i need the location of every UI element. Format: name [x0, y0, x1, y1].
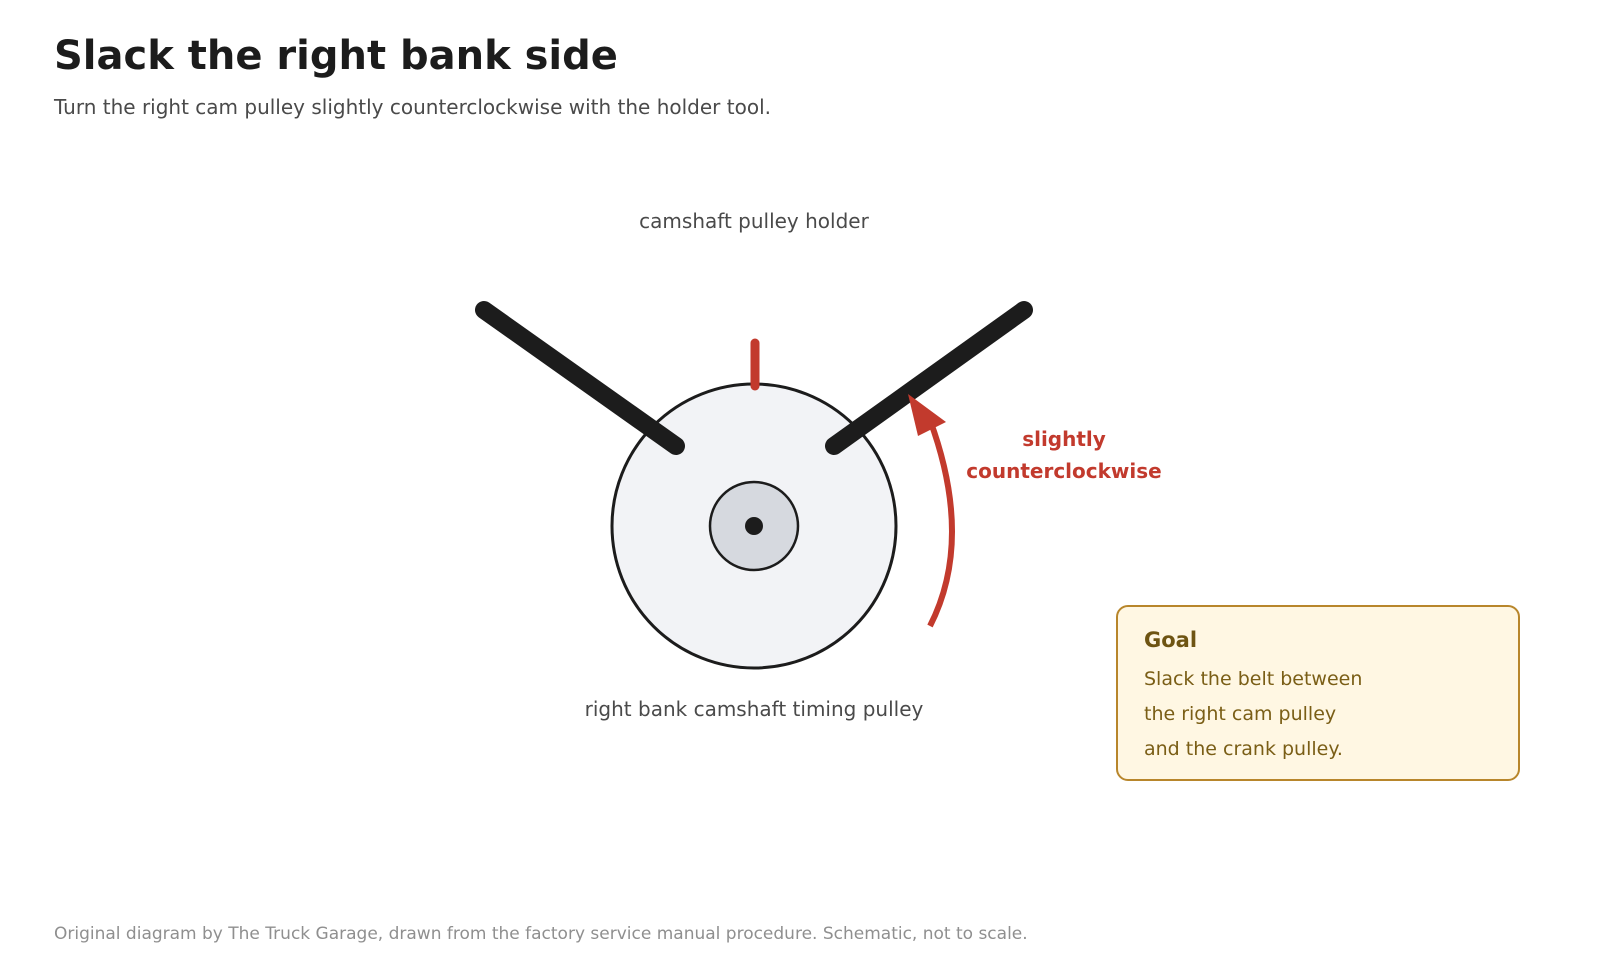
rotation-arrow-head — [908, 394, 946, 436]
holder-tool-left-arm — [475, 301, 685, 455]
goal-line: Slack the belt between — [1144, 668, 1363, 691]
goal-line: and the crank pulley. — [1144, 738, 1343, 761]
holder-tool-label: camshaft pulley holder — [639, 209, 869, 233]
goal-line: the right cam pulley — [1144, 703, 1337, 726]
page-title: Slack the right bank side — [54, 33, 618, 79]
footer-credit: Original diagram by The Truck Garage, dr… — [54, 924, 1028, 944]
goal-text: Slack the belt between the right cam pul… — [1144, 662, 1494, 767]
holder-tool-right-arm — [825, 301, 1033, 455]
pulley-label: right bank camshaft timing pulley — [585, 697, 924, 721]
rotation-arrow — [927, 418, 955, 628]
rotation-label-line2: counterclockwise — [966, 459, 1161, 483]
pulley-center-bolt — [745, 517, 763, 535]
goal-title: Goal — [1144, 628, 1198, 652]
page-subtitle: Turn the right cam pulley slightly count… — [54, 95, 771, 119]
rotation-label-line1: slightly — [1022, 427, 1106, 451]
goal-callout: Goal Slack the belt between the right ca… — [1116, 605, 1520, 781]
